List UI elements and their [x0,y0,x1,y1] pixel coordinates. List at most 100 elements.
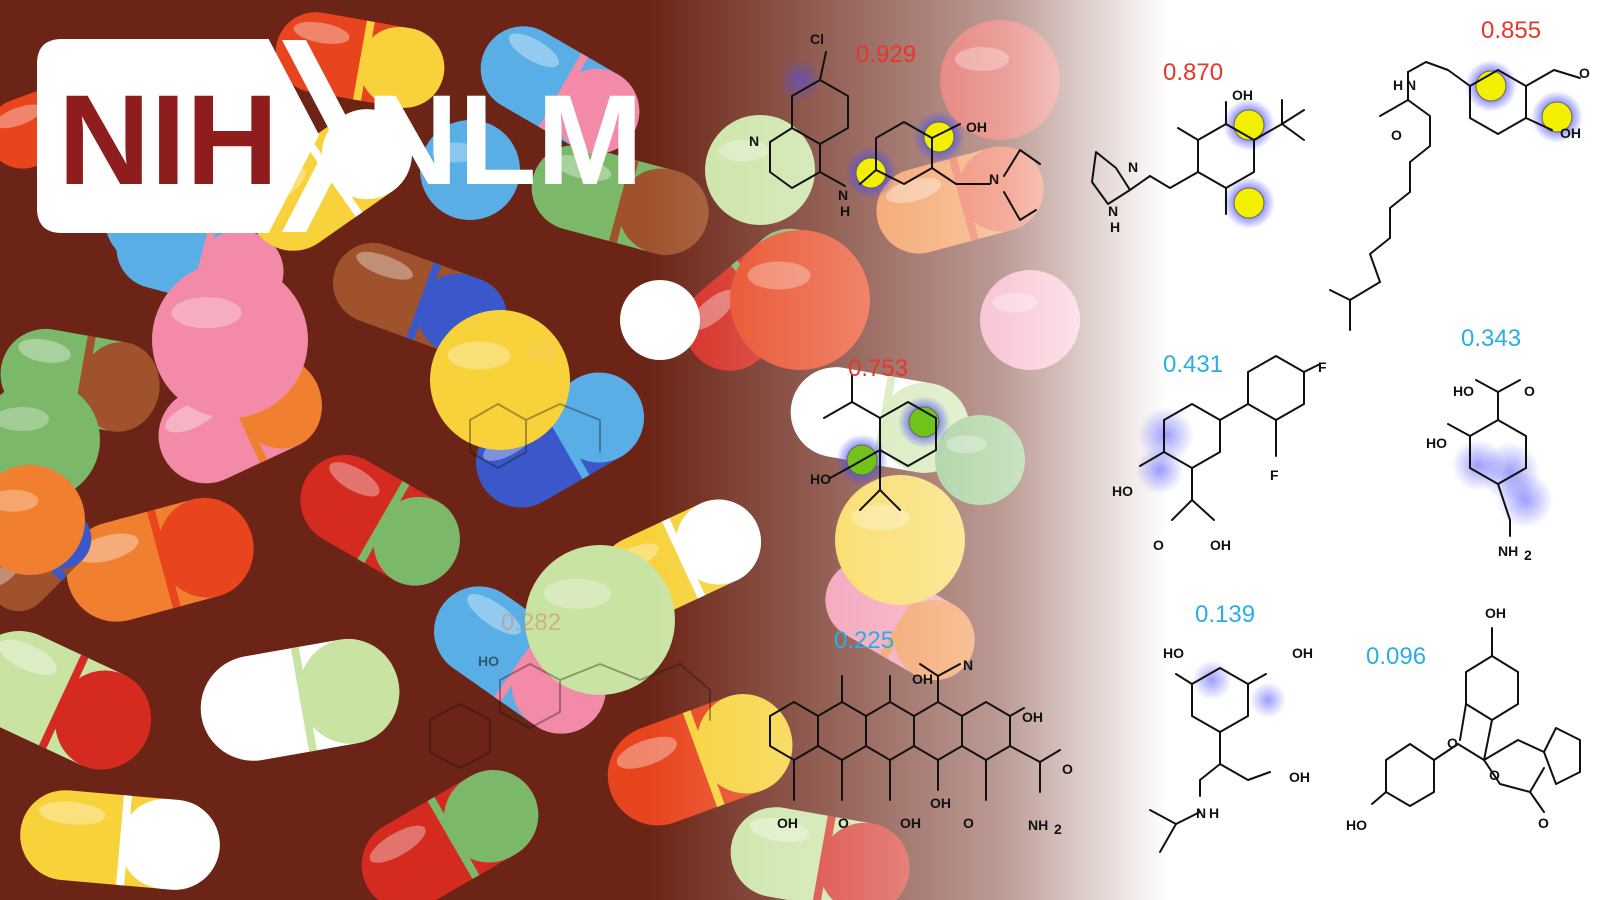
atom-n-imid: N [1128,159,1138,175]
bond-path [1407,61,1527,135]
atom-o-mino-2: O [963,815,974,831]
bond-path [841,663,961,703]
atom-ho-propofol: HO [810,471,831,487]
score-fluorescein: 0.096 [1366,643,1426,670]
bond-path [769,701,819,761]
bond-path [819,121,933,187]
atom-ho-meta: HO [1163,645,1184,661]
atom-f-2: F [1270,467,1279,483]
atom-ho-pas-1: HO [1453,383,1474,399]
atom-sub-pas: 2 [1524,547,1532,563]
bond-path [1225,99,1305,141]
atom-ho-diflu: HO [1112,483,1133,499]
bond-path [961,701,1025,761]
atom-oh-mino-5: OH [930,795,951,811]
atom-h-caps: H [1393,77,1403,93]
atom-nh: N [838,187,848,203]
atom-f-1: F [1318,359,1327,375]
bond-lines [429,51,1581,853]
bond-path [931,123,1041,221]
bond-path [1465,627,1519,721]
bond-path [1219,355,1305,421]
atom-o-fluor-carbonyl: O [1538,815,1549,831]
bond-path [791,51,849,145]
faded-score-a: 93 [528,339,555,366]
atom-o-mino-1: O [838,815,849,831]
atom-highlight-core [1475,70,1507,102]
bond-path [1091,151,1151,205]
atom-soft-glow [1250,682,1286,718]
atom-highlight-core [1233,109,1265,141]
atom-oh-meta-1: OH [1292,645,1313,661]
atom-labels: Cl N N H OH N HO OH N N H N H OH O O F F… [478,31,1590,837]
atom-o-mino-amide: O [1062,761,1073,777]
atom-ho-faded: HO [478,653,499,669]
bond-path [1175,673,1271,781]
bond-path [1329,281,1381,331]
atom-soft-glow [1497,472,1553,528]
bond-path [769,127,821,189]
atom-oh-meta-2: OH [1289,769,1310,785]
bond-path [1447,379,1521,537]
score-propofol: 0.753 [848,355,908,382]
bond-path [913,701,963,761]
atom-o-caps: O [1391,127,1402,143]
atom-oh-oxy: OH [1232,87,1253,103]
bond-path [1369,71,1431,283]
atom-h: H [840,203,850,219]
atom-soft-glow [1136,446,1184,494]
atom-n-amine: N [989,171,999,187]
bond-path [1525,69,1581,131]
bond-path [851,401,937,467]
score-minocycline: 0.225 [834,627,894,654]
score-diflunisal: 0.431 [1163,351,1223,378]
atom-nh2-mino: NH [1028,817,1048,833]
atom-oh-mino-2: OH [1022,709,1043,725]
score-metaproterenol: 0.139 [1195,601,1255,628]
atom-o-methoxy: O [1579,65,1590,81]
atom-n-mino: N [963,657,973,673]
score-clamoxyquine: 0.929 [856,41,916,68]
atom-oh-fluor-1: OH [1485,605,1506,621]
bond-path [1483,727,1581,785]
faded-score-b: 0.282 [501,609,561,636]
atom-o-diflu: O [1153,537,1164,553]
atom-highlight-core [1541,101,1573,133]
faded-bond-path [499,663,711,729]
score-oxymetazoline: 0.870 [1163,59,1223,86]
faded-bond-path [469,403,601,469]
atom-o-fluor-ring: O [1447,735,1458,751]
bond-path [793,759,987,801]
atom-ho-fluor: HO [1346,817,1367,833]
bond-path [1009,745,1061,793]
atom-ho-pas-2: HO [1426,435,1447,451]
score-capsaicin: 0.855 [1481,17,1541,44]
nih-wordmark: NIH [58,69,278,212]
atom-oh-diflu: OH [1210,537,1231,553]
bond-path [823,374,881,479]
atom-oh-1: OH [966,119,987,135]
faded-bond-path [429,703,491,769]
bond-path [865,701,915,761]
atom-oh-mino-4: OH [900,815,921,831]
atom-o-fluor-lactone: O [1489,767,1500,783]
bond-path [1371,719,1493,805]
nlm-wordmark: NLM [366,69,643,212]
bond-path [1149,127,1227,215]
bond-path [817,701,867,761]
bond-path [859,449,901,511]
atom-highlight-core [1233,187,1265,219]
atom-nh-caps: N [1406,77,1416,93]
atom-cl: Cl [810,31,824,47]
atom-sub-mino: 2 [1054,821,1062,837]
bond-path [1385,703,1467,807]
atom-nh2-pas: NH [1498,543,1518,559]
score-aminosalicylic-acid: 0.343 [1461,325,1521,352]
atom-n: N [749,133,759,149]
atom-nh-meta: N [1196,805,1206,821]
bond-path [1139,363,1321,521]
atom-h-imid: H [1110,219,1120,235]
